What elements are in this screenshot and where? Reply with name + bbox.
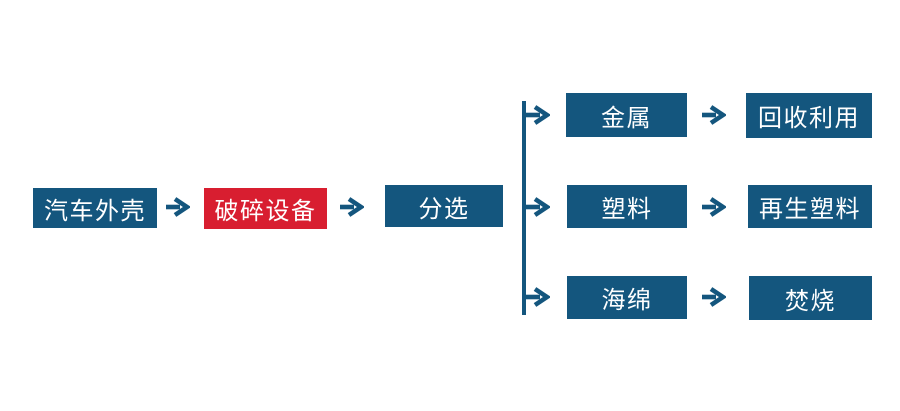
arrow-right-icon	[166, 197, 190, 217]
node-label: 塑料	[601, 196, 653, 223]
node-metal: 金属	[566, 93, 687, 137]
branch-connector-line	[522, 101, 526, 315]
node-label: 破碎设备	[214, 198, 317, 225]
arrow-right-icon	[526, 197, 550, 217]
node-label: 分选	[418, 195, 470, 223]
node-recycling: 回收利用	[746, 93, 872, 138]
node-label: 焚烧	[785, 287, 836, 315]
node-label: 回收利用	[758, 105, 860, 132]
node-car-shell: 汽车外壳	[33, 188, 157, 228]
arrow-right-icon	[702, 287, 726, 307]
arrow-right-icon	[526, 287, 550, 307]
node-label: 再生塑料	[759, 196, 861, 223]
node-plastic: 塑料	[567, 185, 687, 228]
node-incineration: 焚烧	[749, 276, 872, 320]
node-sorting: 分选	[385, 185, 503, 227]
node-label: 海绵	[601, 287, 653, 314]
node-sponge: 海绵	[567, 276, 687, 319]
arrow-right-icon	[526, 105, 550, 125]
node-crushing-equipment: 破碎设备	[204, 188, 327, 229]
arrow-right-icon	[702, 197, 726, 217]
arrow-right-icon	[702, 105, 726, 125]
node-label: 金属	[601, 104, 652, 132]
node-recycled-plastic: 再生塑料	[748, 185, 872, 228]
node-label: 汽车外壳	[44, 197, 146, 225]
arrow-right-icon	[340, 197, 364, 217]
